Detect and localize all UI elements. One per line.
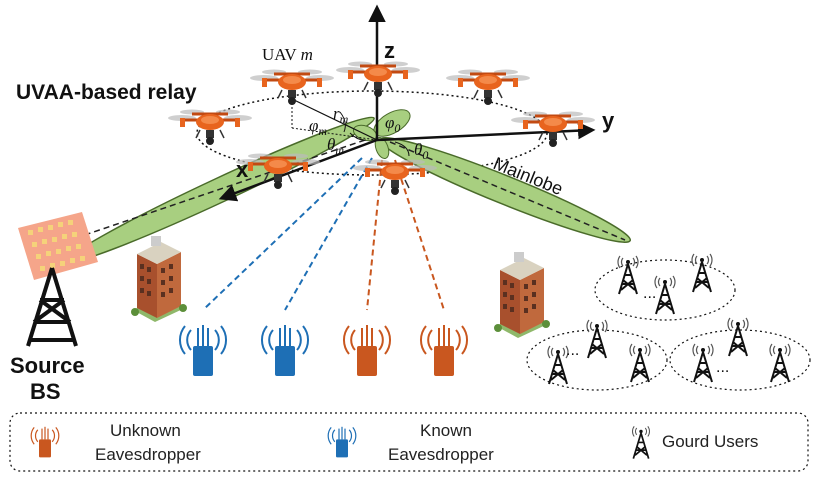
user-tower: [691, 253, 713, 293]
known-eavesdropper: [178, 324, 228, 377]
phi-0-label: φ0: [385, 113, 400, 135]
svg-text:...: ...: [566, 342, 579, 359]
gourd-user-clusters: ... ... ...: [526, 253, 811, 391]
building: [494, 252, 550, 338]
user-tower: [629, 343, 651, 383]
phi-m-label: φm: [309, 116, 327, 138]
legend-users-label: Gourd Users: [662, 432, 758, 451]
svg-text:...: ...: [643, 285, 656, 302]
antenna-elements: [28, 220, 85, 271]
legend-unknown-eavesdropper-icon: [30, 426, 60, 458]
eavesdropper-links: [202, 157, 445, 311]
z-axis-label: z: [384, 38, 395, 63]
user-tower: [547, 345, 569, 385]
legend-box: [9, 412, 809, 472]
legend-known-line2: Eavesdropper: [388, 445, 494, 464]
user-tower: [654, 275, 676, 315]
user-tower: [769, 343, 791, 383]
legend-unknown-line2: Eavesdropper: [95, 445, 201, 464]
uav: [166, 108, 254, 147]
user-cluster: [526, 329, 668, 391]
user-tower: [617, 255, 639, 295]
unknown-eavesdropper: [419, 324, 469, 377]
legend-known-line1: Known: [420, 421, 472, 440]
bs-tower: [26, 267, 78, 347]
theta-m-label: θm: [327, 135, 344, 157]
legend-user-icon: [631, 425, 651, 460]
user-tower: [692, 343, 714, 383]
svg-text:...: ...: [716, 359, 729, 376]
x-axis: [218, 138, 378, 202]
building: [131, 236, 187, 322]
user-tower: [586, 319, 608, 359]
theta-0-label: θ0: [414, 140, 428, 162]
legend: Unknown Eavesdropper Known Eavesdropper …: [9, 412, 809, 472]
r-m-label: rm: [333, 104, 349, 126]
diagram-title: UVAA-based relay: [16, 81, 197, 104]
user-cluster: [594, 259, 736, 321]
source-label-line1: Source: [10, 353, 85, 378]
eavesdroppers: [178, 324, 469, 377]
uav: [444, 68, 532, 107]
legend-known-eavesdropper-icon: [327, 426, 357, 458]
known-eavesdropper: [260, 324, 310, 377]
legend-unknown-line1: Unknown: [110, 421, 181, 440]
y-axis: [376, 121, 596, 142]
uav-m-label: UAV m: [262, 45, 313, 64]
y-axis-label: y: [602, 108, 615, 133]
user-tower: [727, 317, 749, 357]
source-bs: [18, 212, 98, 347]
user-cluster: [669, 329, 811, 391]
source-label-line2: BS: [30, 379, 61, 404]
mainlobe-to-bs: [65, 116, 375, 264]
unknown-eavesdropper: [342, 324, 392, 377]
